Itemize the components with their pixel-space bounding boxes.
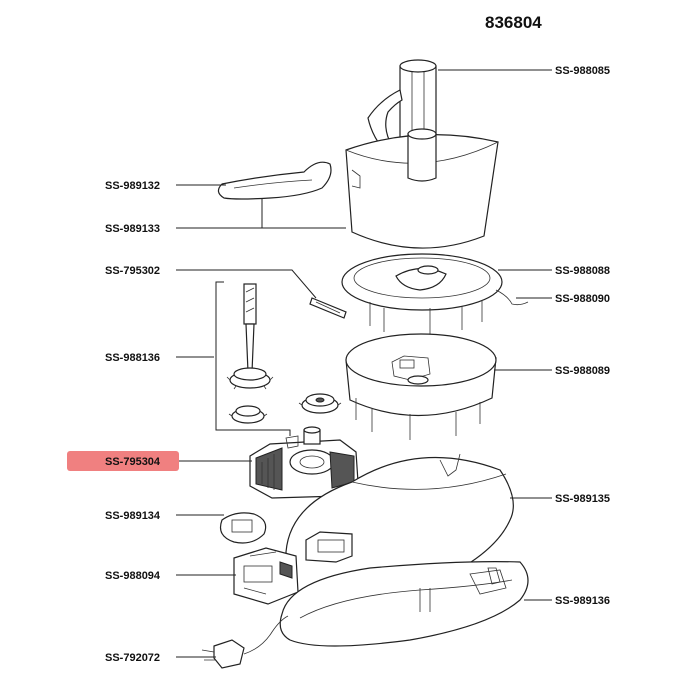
- part-label-ss-988088[interactable]: SS-988088: [555, 265, 610, 277]
- bowl-drawing: [345, 128, 499, 249]
- part-number-text: SS-792072: [105, 652, 160, 664]
- part-label-ss-988085[interactable]: SS-988085: [555, 65, 610, 77]
- part-label-ss-988089[interactable]: SS-988089: [555, 365, 610, 377]
- part-label-ss-989132[interactable]: SS-989132: [105, 180, 160, 192]
- part-label-ss-792072[interactable]: SS-792072: [105, 652, 160, 664]
- part-number-text: SS-988136: [105, 352, 160, 364]
- part-number-text: SS-989136: [555, 595, 610, 607]
- inner-housing-drawing: [345, 333, 497, 440]
- motor-drawing: [249, 426, 359, 499]
- part-number-text: SS-988094: [105, 570, 161, 582]
- part-number-text: SS-988085: [555, 65, 610, 77]
- latch-drawing: [309, 297, 347, 319]
- leader-lines: [176, 69, 552, 658]
- membrane-drawing: [219, 512, 267, 544]
- handle-drawing: [217, 161, 332, 200]
- highlight-box: [67, 451, 179, 471]
- part-label-ss-795304[interactable]: SS-795304: [67, 451, 179, 471]
- model-number: 836804: [485, 13, 542, 32]
- part-number-text: SS-989133: [105, 223, 160, 235]
- part-label-ss-989135[interactable]: SS-989135: [555, 493, 610, 505]
- part-number-text: SS-988090: [555, 293, 610, 305]
- shaft-group-bracket: [215, 281, 291, 436]
- power-cord-drawing: [201, 615, 289, 669]
- part-label-ss-989134[interactable]: SS-989134: [105, 510, 161, 522]
- part-label-ss-988090[interactable]: SS-988090: [555, 293, 610, 305]
- pusher-drawing: [367, 59, 437, 151]
- control-panel-drawing: [233, 547, 299, 605]
- main-body-drawing: [285, 453, 514, 611]
- lid-drawing: [341, 253, 529, 336]
- part-number-text: SS-989134: [105, 510, 161, 522]
- part-number-text: SS-988088: [555, 265, 610, 277]
- part-number-text: SS-989132: [105, 180, 160, 192]
- part-label-ss-989133[interactable]: SS-989133: [105, 223, 160, 235]
- part-number-text: SS-988089: [555, 365, 610, 377]
- part-number-text: SS-795302: [105, 265, 160, 277]
- part-number-text: SS-989135: [555, 493, 610, 505]
- drive-shaft-gears-drawing: [226, 283, 342, 424]
- part-label-ss-989136[interactable]: SS-989136: [555, 595, 610, 607]
- bottom-base-drawing: [279, 561, 529, 647]
- part-label-ss-988136[interactable]: SS-988136: [105, 352, 160, 364]
- part-label-ss-795302[interactable]: SS-795302: [105, 265, 160, 277]
- part-label-ss-988094[interactable]: SS-988094: [105, 570, 161, 582]
- part-number-text: SS-795304: [105, 456, 161, 468]
